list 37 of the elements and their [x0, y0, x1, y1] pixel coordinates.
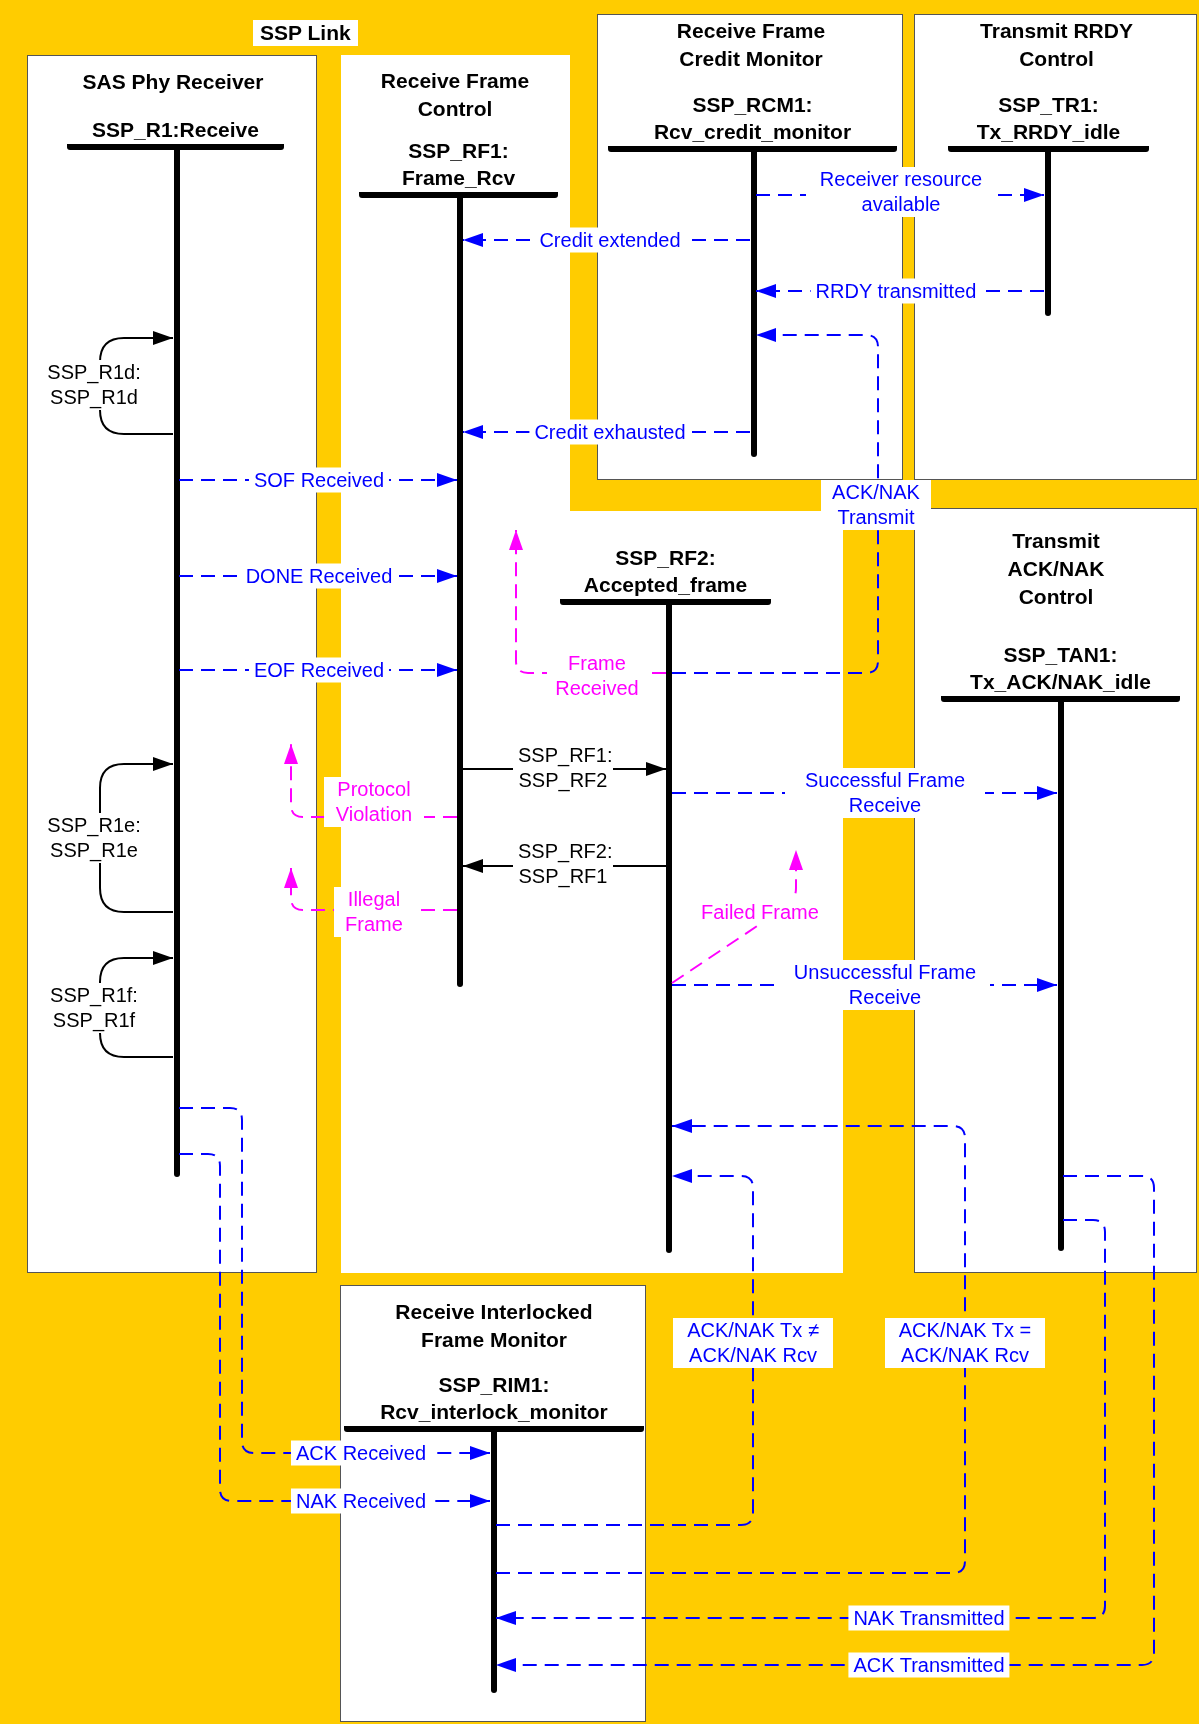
- state-lifeline: [666, 602, 672, 1253]
- message-arrow: [495, 1119, 966, 1574]
- component-panel: [340, 1285, 646, 1722]
- state-lifeline: [174, 147, 180, 1177]
- edge-label: ACK Transmitted: [848, 1652, 1010, 1678]
- state-name-heading: SSP_RIM1: Rcv_interlock_monitor: [344, 1371, 644, 1432]
- state-name-heading: SSP_TR1: Tx_RRDY_idle: [948, 91, 1149, 152]
- state-name-heading: SSP_RF2: Accepted_frame: [560, 544, 771, 605]
- edge-label: Successful Frame Receive: [785, 768, 985, 818]
- panel-title: Transmit ACK/NAK Control: [1006, 528, 1106, 610]
- state-name-heading: SSP_R1:Receive: [67, 116, 284, 150]
- edge-label: Unsuccessful Frame Receive: [780, 960, 990, 1010]
- state-lifeline: [1058, 699, 1064, 1251]
- boundary-title: SSP Link: [253, 20, 358, 46]
- state-name-heading: SSP_RCM1: Rcv_credit_monitor: [608, 91, 897, 152]
- state-lifeline: [457, 195, 463, 987]
- edge-label: EOF Received: [248, 657, 390, 683]
- edge-label: NAK Transmitted: [848, 1605, 1010, 1631]
- edge-label: Protocol Violation: [324, 777, 424, 827]
- state-name-heading: SSP_RF1: Frame_Rcv: [359, 137, 558, 198]
- message-arrow: [495, 1169, 754, 1526]
- edge-label: ACK/NAK Transmit: [821, 480, 931, 530]
- state-lifeline: [1045, 149, 1051, 316]
- state-lifeline: [751, 149, 757, 457]
- edge-label: ACK/NAK Tx = ACK/NAK Rcv: [885, 1318, 1045, 1368]
- panel-title: SAS Phy Receiver: [81, 69, 265, 95]
- panel-title: Receive Interlocked Frame Monitor: [394, 1299, 594, 1353]
- edge-label: ACK/NAK Tx ≠ ACK/NAK Rcv: [673, 1318, 833, 1368]
- edge-label: ACK Received: [290, 1440, 432, 1466]
- panel-title: Transmit RRDY Control: [979, 18, 1134, 72]
- message-arrow: [671, 328, 879, 674]
- edge-label: Illegal Frame: [334, 887, 414, 937]
- state-lifeline: [491, 1429, 497, 1693]
- state-name-heading: SSP_TAN1: Tx_ACK/NAK_idle: [941, 641, 1180, 702]
- edge-label: SOF Received: [248, 467, 390, 493]
- panel-title: Receive Frame Credit Monitor: [675, 18, 827, 72]
- panel-title: Receive Frame Control: [379, 68, 531, 122]
